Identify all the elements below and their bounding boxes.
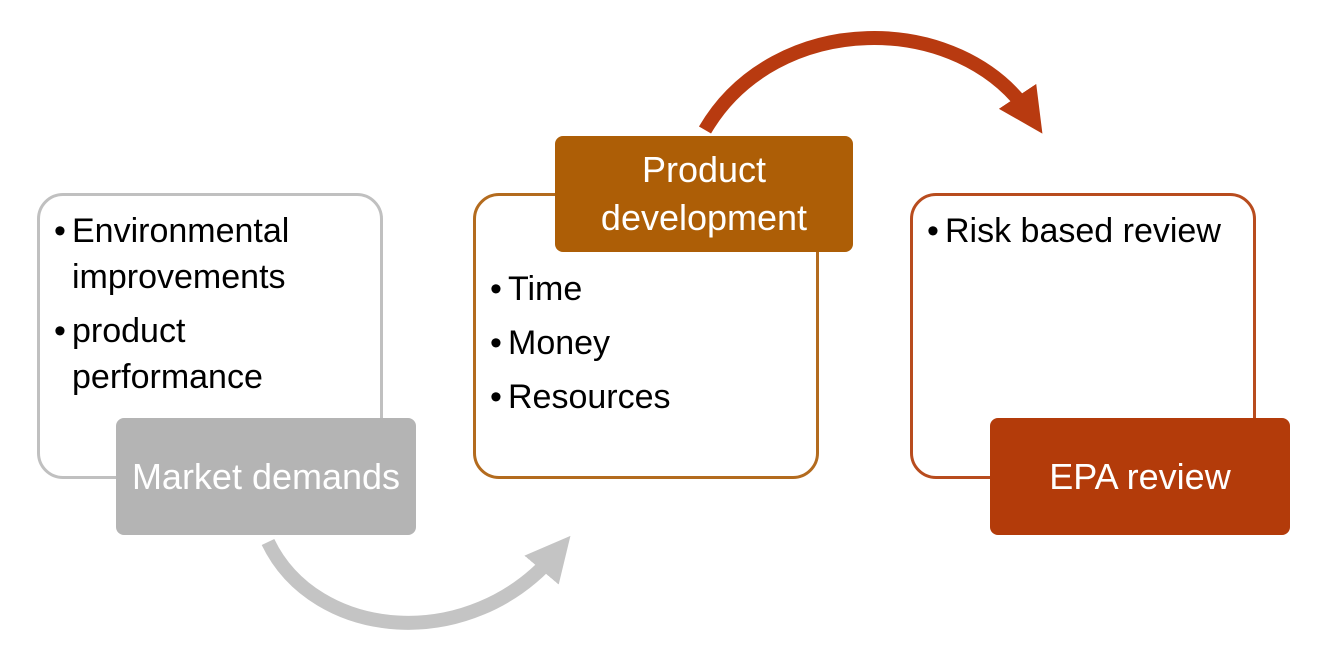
list-item: Money — [490, 320, 790, 366]
arrow-market-to-development — [261, 535, 571, 630]
product-development-list: Time Money Resources — [490, 266, 790, 428]
epa-review-label: EPA review — [990, 418, 1290, 535]
list-item: Risk based review — [927, 208, 1227, 254]
list-item: Time — [490, 266, 790, 312]
market-demands-panel: Environmental improvements product perfo… — [37, 193, 383, 479]
market-demands-list: Environmental improvements product perfo… — [54, 208, 354, 408]
list-item: Environmental improvements — [54, 208, 354, 300]
product-development-label: Product development — [555, 136, 853, 252]
arrow-development-to-epa — [698, 31, 1043, 134]
list-item: product performance — [54, 308, 354, 400]
market-demands-label: Market demands — [116, 418, 416, 535]
epa-review-list: Risk based review — [927, 208, 1227, 262]
list-item: Resources — [490, 374, 790, 420]
